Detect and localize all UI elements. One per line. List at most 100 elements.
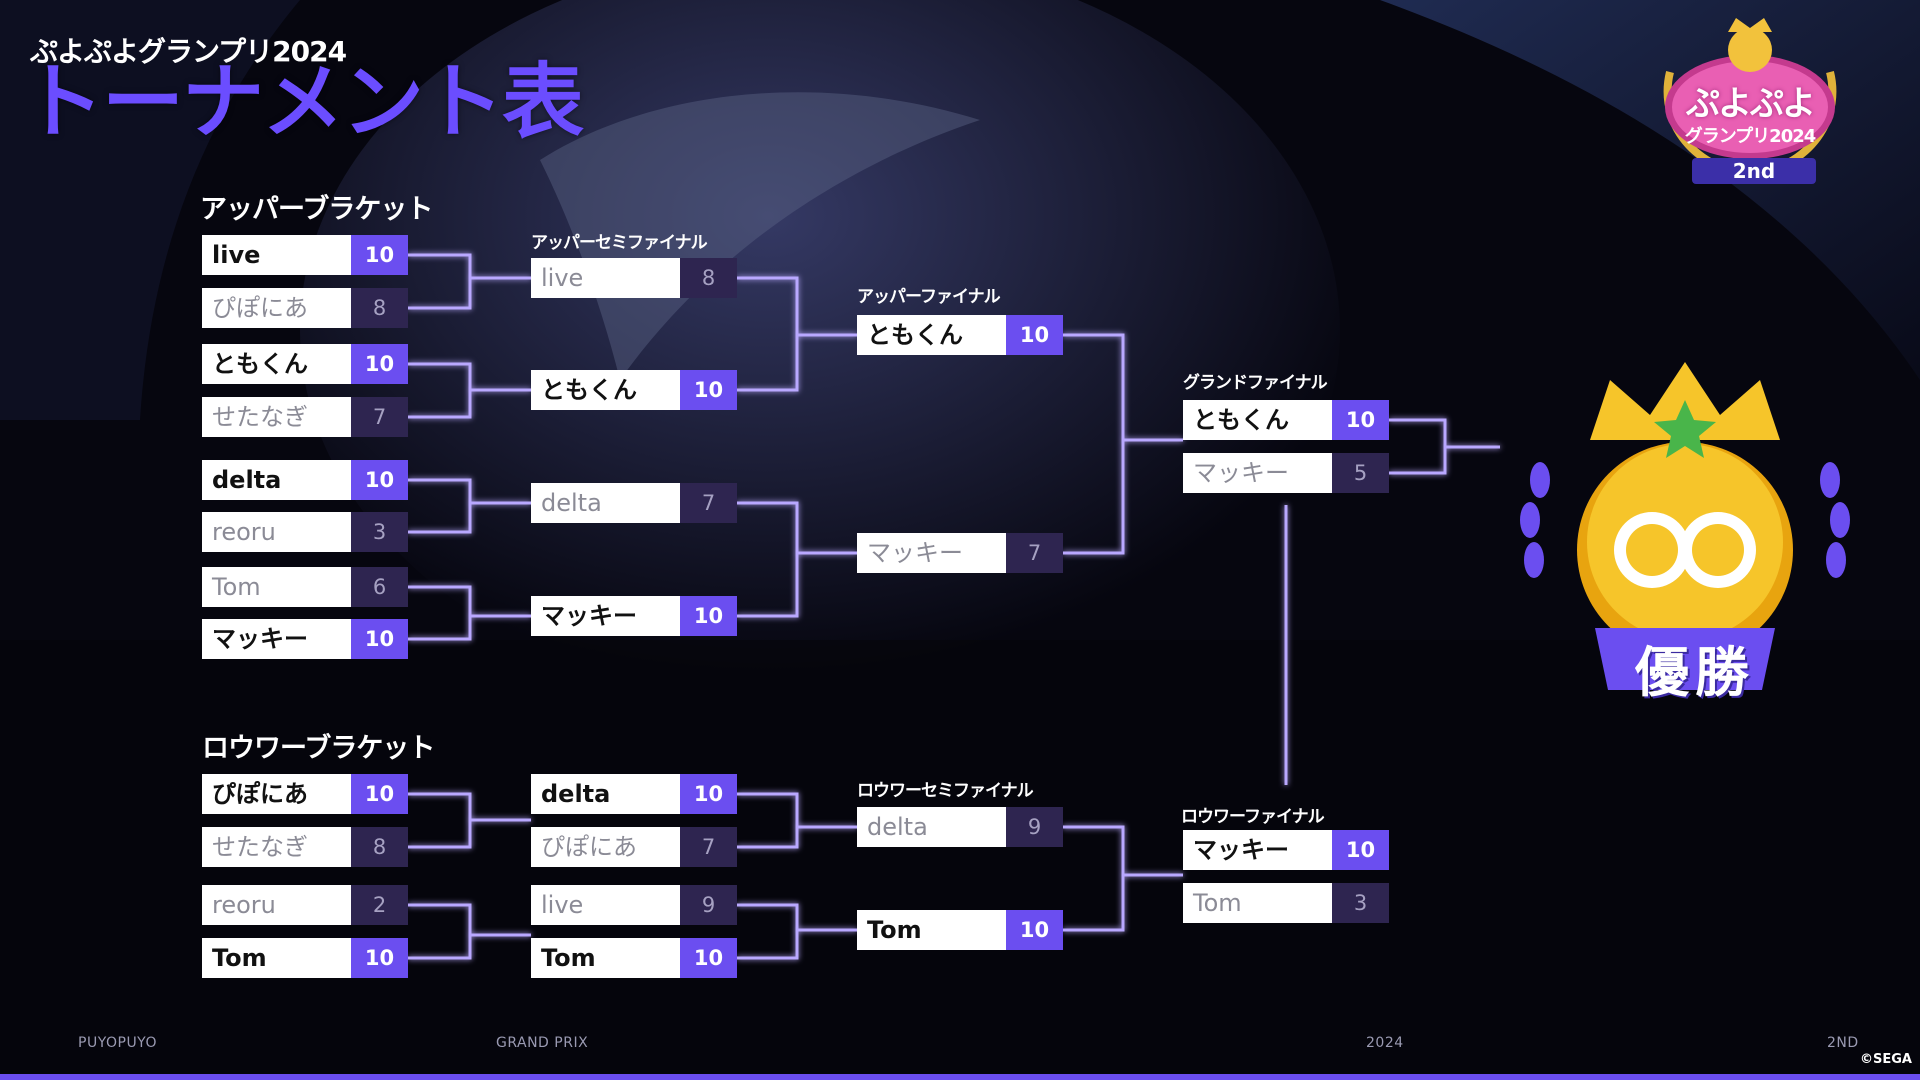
logo-title: ぷよぷよ [1686,84,1816,124]
player-score: 8 [351,288,408,328]
player-name: delta [202,460,351,500]
bracket-connector [408,362,531,419]
player-name: live [202,235,351,275]
player-name: ぴぽにあ [202,774,351,814]
player-name: ともくん [202,344,351,384]
player-name: ぴぽにあ [202,288,351,328]
player-score: 10 [351,619,408,659]
upper-semifinal-label: アッパーセミファイナル [531,233,708,253]
bracket-connector [1063,825,1183,932]
logo-subtitle: グランプリ2024 [1684,126,1817,147]
bracket-connector [408,585,531,641]
player-score: 10 [351,235,408,275]
bottom-accent-bar [0,1074,1920,1080]
player-name: reoru [202,512,351,552]
player-name: Tom [202,567,351,607]
player-name: reoru [202,885,351,925]
player-name: マッキー [1183,453,1332,493]
player-score: 8 [680,258,737,298]
player-name: マッキー [857,533,1006,573]
player-score: 10 [351,774,408,814]
bracket-connector [408,792,531,849]
champion-trophy-icon [1520,362,1850,690]
player-score: 10 [351,460,408,500]
player-score: 7 [680,483,737,523]
player-name: Tom [202,938,351,978]
bracket-connector [737,792,857,849]
page-title: トーナメント表 [22,55,584,150]
player-score: 2 [351,885,408,925]
player-name: delta [531,774,680,814]
player-score: 7 [351,397,408,437]
bracket-connector [408,253,531,310]
player-score: 9 [1006,807,1063,847]
puyopuyo-grand-prix-logo [1663,18,1837,182]
bracket-connector [737,903,857,960]
player-name: せたなぎ [202,827,351,867]
player-score: 7 [1006,533,1063,573]
copyright: ©SEGA [1860,1052,1912,1067]
player-score: 10 [680,596,737,636]
champion-label: 優勝 [1635,641,1755,704]
logo-badge: 2nd [1692,158,1816,184]
footer-item-3: 2024 [1366,1035,1404,1051]
footer-item-4: 2ND [1827,1035,1859,1051]
grand-final-label: グランドファイナル [1183,373,1328,393]
bracket-connector [1063,333,1183,555]
bracket-connector [408,903,531,960]
player-name: マッキー [531,596,680,636]
player-score: 10 [1006,910,1063,950]
player-name: Tom [531,938,680,978]
bracket-connector [737,501,857,618]
player-name: せたなぎ [202,397,351,437]
player-score: 10 [351,938,408,978]
footer-item-2: GRAND PRIX [496,1035,589,1051]
player-name: delta [531,483,680,523]
player-score: 10 [1332,400,1389,440]
player-name: マッキー [1183,830,1332,870]
player-name: delta [857,807,1006,847]
player-name: live [531,885,680,925]
event-title: ぷよぷよグランプリ2024 [30,35,347,68]
player-name: Tom [1183,883,1332,923]
player-score: 3 [351,512,408,552]
player-score: 6 [351,567,408,607]
player-score: 10 [1332,830,1389,870]
player-score: 9 [680,885,737,925]
player-name: ぴぽにあ [531,827,680,867]
player-name: ともくん [1183,400,1332,440]
lower-bracket-label: ロウワーブラケット [202,733,435,764]
footer-item-1: PUYOPUYO [78,1035,157,1051]
player-score: 10 [680,370,737,410]
player-name: マッキー [202,619,351,659]
player-score: 8 [351,827,408,867]
player-name: live [531,258,680,298]
player-name: ともくん [531,370,680,410]
bracket-connector [737,276,857,392]
player-score: 5 [1332,453,1389,493]
